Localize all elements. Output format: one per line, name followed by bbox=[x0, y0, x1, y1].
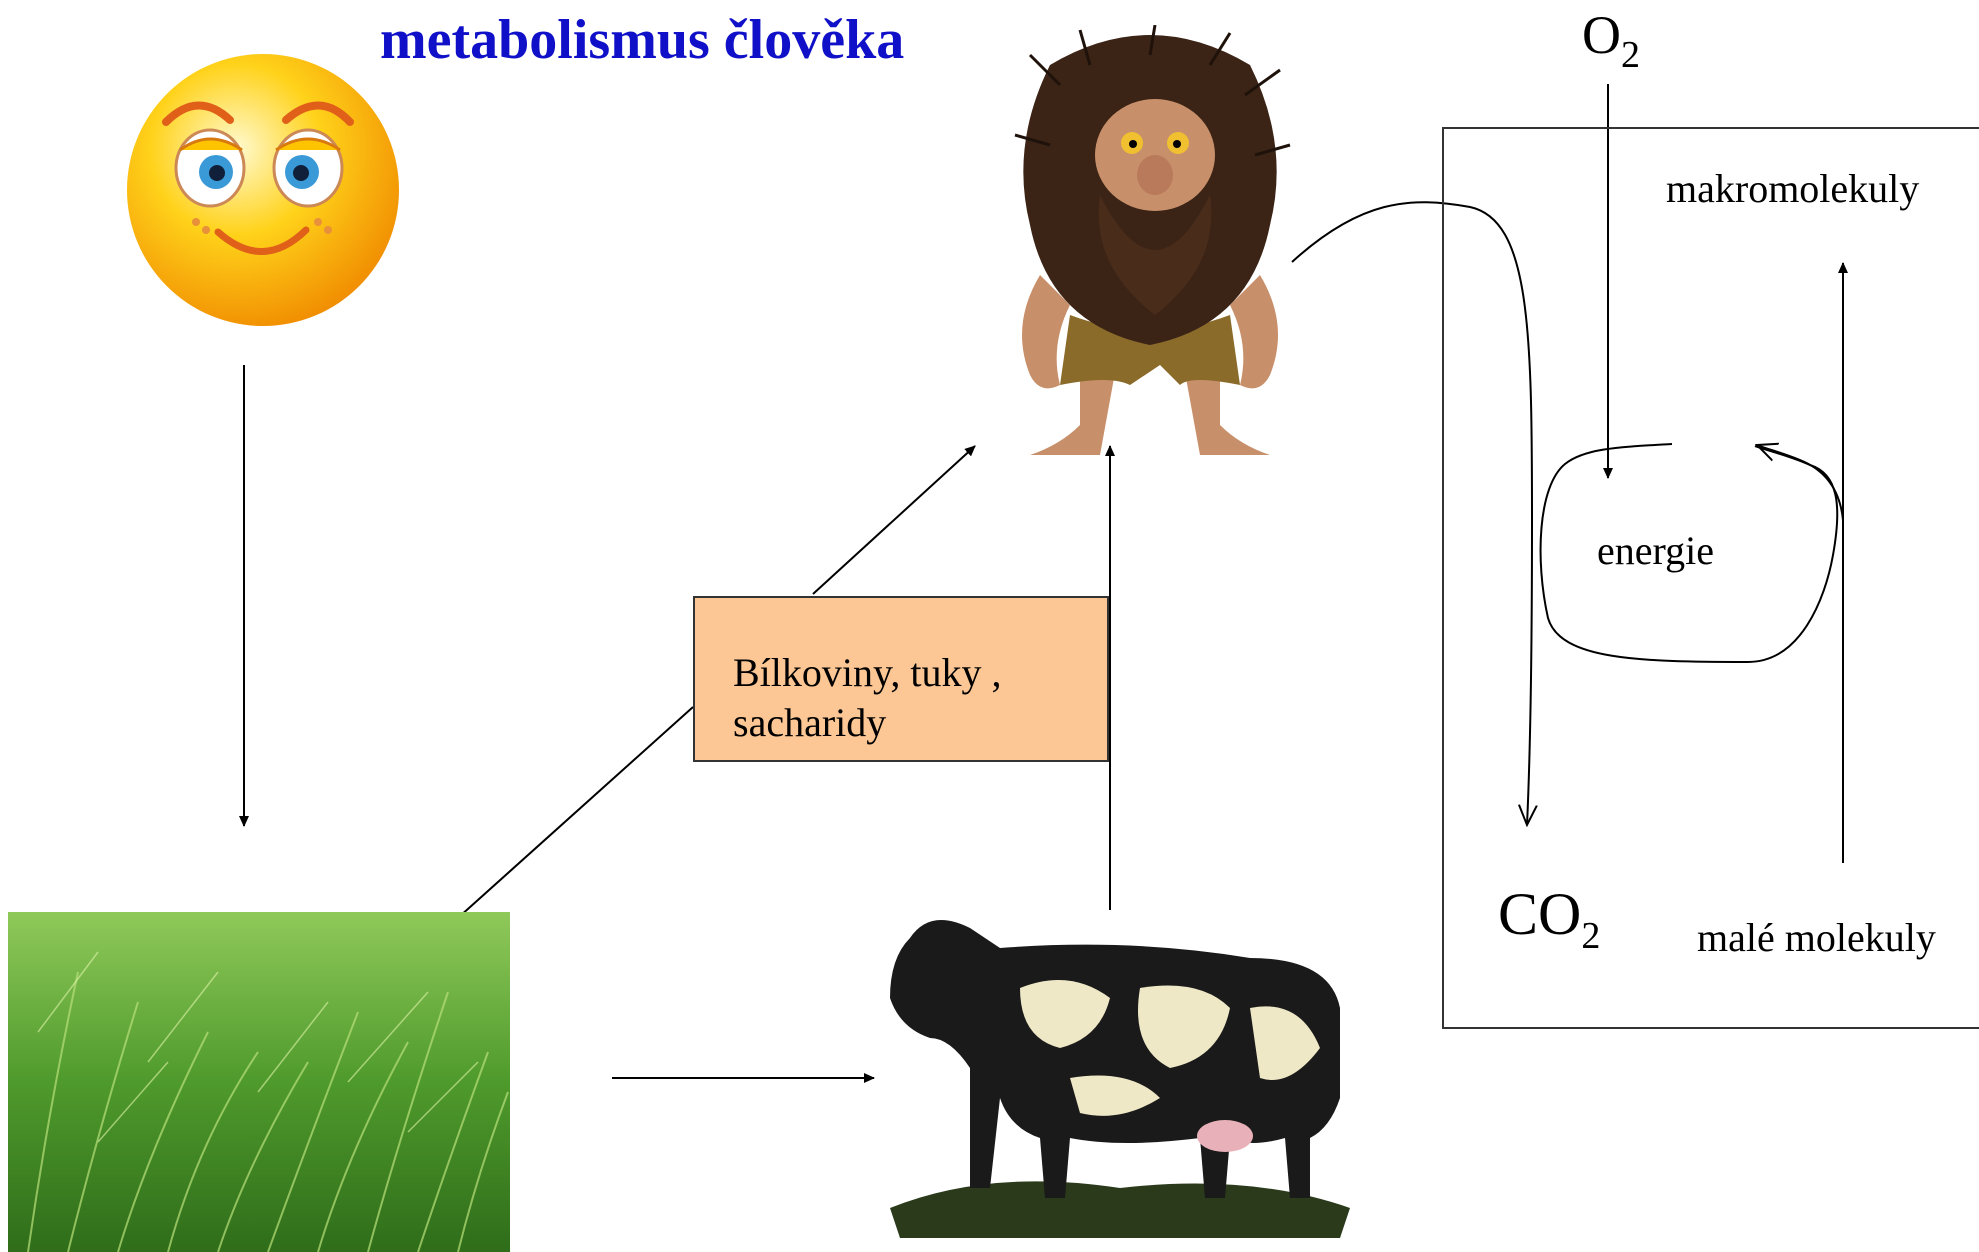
male-molekuly-label: malé molekuly bbox=[1697, 914, 1936, 961]
sun-smiley-image bbox=[118, 50, 408, 330]
nutrient-line-2: sacharidy bbox=[733, 698, 1107, 748]
cow-woodcut-image bbox=[870, 898, 1370, 1238]
o2-label: O2 bbox=[1582, 4, 1640, 77]
energie-label: energie bbox=[1597, 527, 1714, 574]
troll-human-image bbox=[990, 25, 1310, 465]
grass-to-box-line bbox=[430, 707, 693, 943]
nutrient-line-1: Bílkoviny, tuky , bbox=[733, 648, 1107, 698]
makromolekuly-label: makromolekuly bbox=[1666, 165, 1919, 212]
nutrient-box: Bílkoviny, tuky , sacharidy bbox=[693, 596, 1109, 762]
co2-label: CO2 bbox=[1498, 880, 1600, 958]
grass-field-image bbox=[8, 912, 510, 1252]
box-to-troll-arrow bbox=[813, 446, 975, 594]
